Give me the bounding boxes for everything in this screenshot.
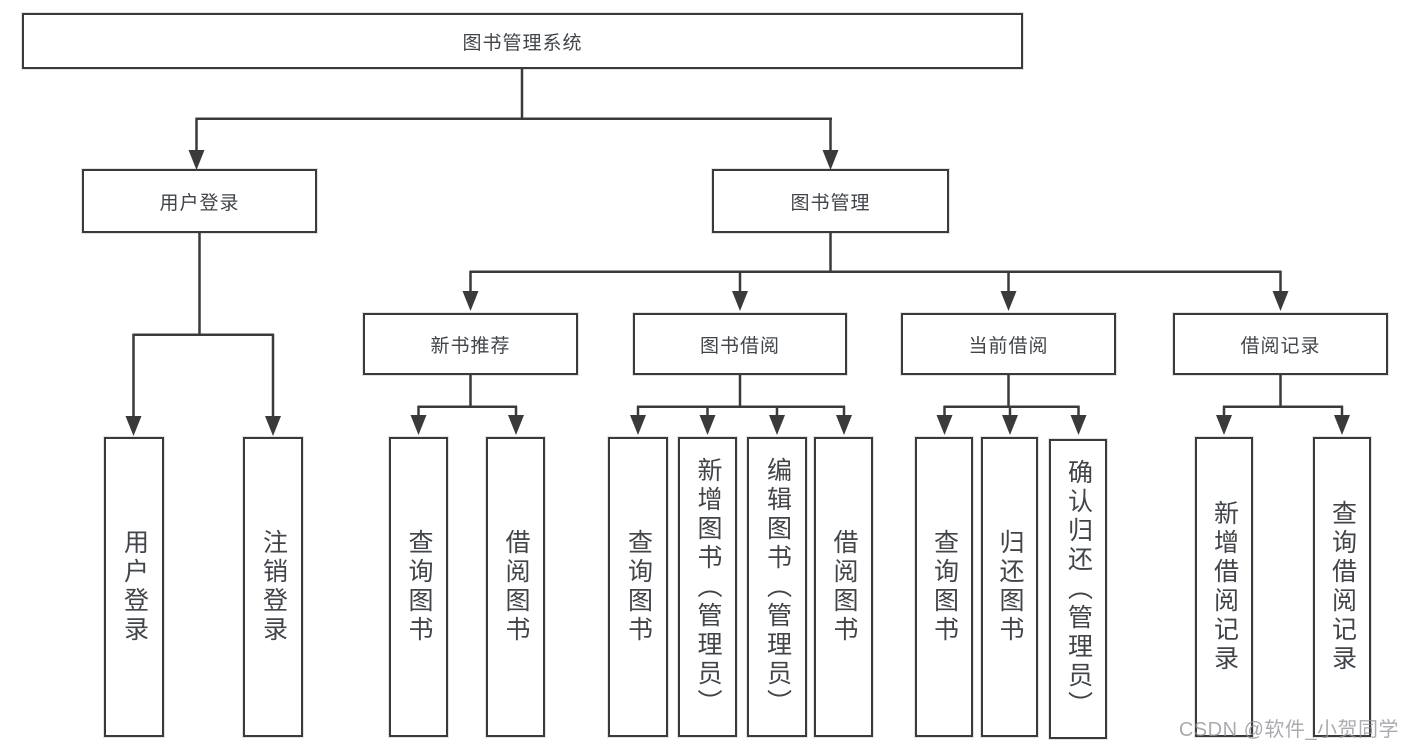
leaf-add-book-admin-label: 新增图书（管理员） [694, 456, 722, 718]
leaf-query-borrow-record: 查询借阅记录 [1313, 437, 1371, 737]
leaf-confirm-return-admin-label: 确认归还（管理员） [1064, 458, 1093, 720]
leaf-query-books-1: 查询图书 [389, 437, 448, 737]
leaf-query-books-2-label: 查询图书 [624, 529, 653, 645]
leaf-query-books-3: 查询图书 [915, 437, 973, 737]
leaf-query-books-3-label: 查询图书 [930, 529, 959, 645]
leaf-logout: 注销登录 [243, 437, 303, 737]
node-borrow-records: 借阅记录 [1173, 313, 1388, 375]
leaf-edit-book-admin-label: 编辑图书（管理员） [763, 456, 792, 718]
node-new-book-recommend: 新书推荐 [363, 313, 578, 375]
csdn-watermark: CSDN @软件_小贺同学 [1178, 719, 1399, 741]
leaf-logout-label: 注销登录 [259, 529, 288, 645]
leaf-borrow-books-2-label: 借阅图书 [830, 529, 858, 645]
leaf-edit-book-admin: 编辑图书（管理员） [747, 437, 807, 737]
leaf-borrow-books-1-label: 借阅图书 [502, 529, 530, 645]
leaf-add-book-admin: 新增图书（管理员） [678, 437, 737, 737]
leaf-borrow-books-2: 借阅图书 [814, 437, 873, 737]
leaf-borrow-books-1: 借阅图书 [486, 437, 545, 737]
leaf-return-books: 归还图书 [981, 437, 1038, 737]
leaf-query-borrow-record-label: 查询借阅记录 [1328, 500, 1357, 674]
leaf-return-books-label: 归还图书 [996, 529, 1024, 645]
leaf-query-books-1-label: 查询图书 [405, 529, 433, 645]
leaf-confirm-return-admin: 确认归还（管理员） [1049, 439, 1107, 739]
node-current-borrow: 当前借阅 [901, 313, 1116, 375]
node-book-management: 图书管理 [712, 169, 949, 233]
leaf-query-books-2: 查询图书 [608, 437, 668, 737]
leaf-add-borrow-record-label: 新增借阅记录 [1210, 500, 1239, 674]
node-user-login: 用户登录 [82, 169, 317, 233]
node-book-borrow: 图书借阅 [633, 313, 847, 375]
leaf-user-login: 用户登录 [104, 437, 164, 737]
node-root: 图书管理系统 [22, 13, 1023, 69]
leaf-add-borrow-record: 新增借阅记录 [1195, 437, 1253, 737]
leaf-user-login-label: 用户登录 [120, 529, 149, 645]
